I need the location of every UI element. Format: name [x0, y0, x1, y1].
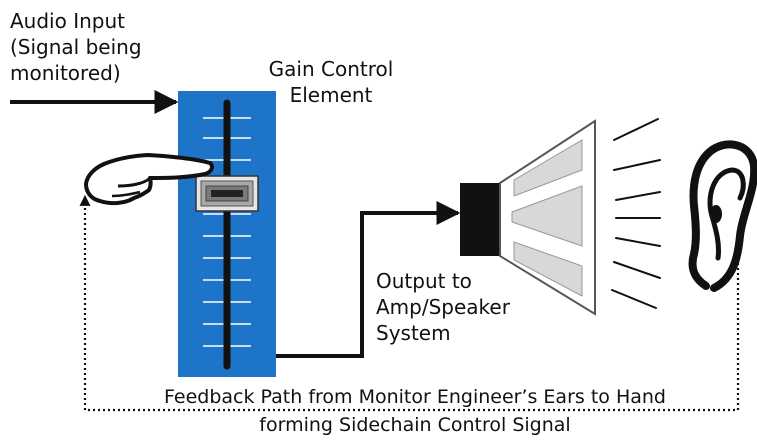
speaker-magnet: [460, 183, 500, 256]
sound-wave-lines: [611, 118, 661, 309]
hand-icon: [84, 153, 215, 206]
speaker-icon: [460, 119, 596, 316]
output-label: Output to Amp/Speaker System: [376, 269, 510, 345]
fader-icon: [178, 91, 276, 377]
feedback-path-arrow: [79, 194, 740, 412]
fader-cap: [195, 175, 259, 212]
audio-input-label: Audio Input (Signal being monitored): [10, 9, 142, 85]
feedback-label: Feedback Path from Monitor Engineer’s Ea…: [164, 386, 666, 436]
ear-icon: [688, 140, 757, 292]
output-signal-arrow: [276, 201, 461, 358]
gain-control-label: Gain Control Element: [268, 57, 394, 107]
